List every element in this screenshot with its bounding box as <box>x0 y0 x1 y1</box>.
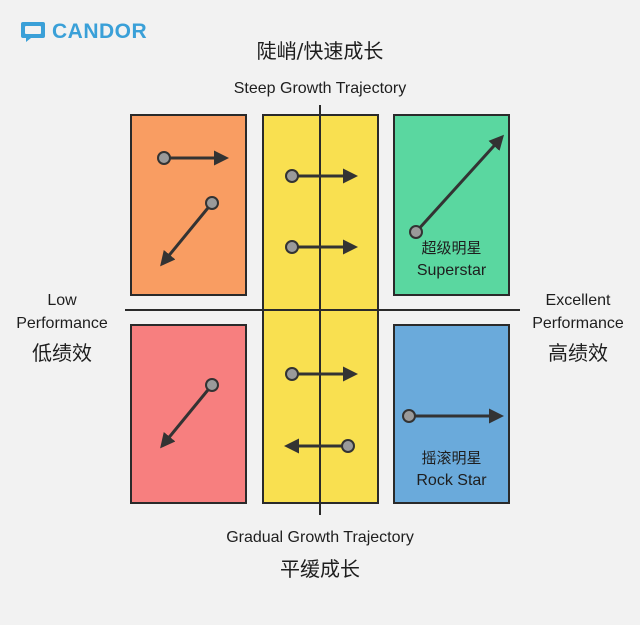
left-label-cn: 低绩效 <box>32 341 92 365</box>
chat-bubble-icon <box>21 22 45 42</box>
top-left-box <box>130 114 247 296</box>
trajectory-arrow <box>160 378 219 449</box>
trajectory-arrow <box>285 168 358 184</box>
logo-text: CANDOR <box>52 20 148 43</box>
right-label-cn: 高绩效 <box>548 341 608 365</box>
rockstar-label-cn: 摇滚明星 <box>421 449 482 467</box>
superstar-label-en: Superstar <box>416 262 487 279</box>
superstar-label-cn: 超级明星 <box>421 239 482 257</box>
trajectory-arrow <box>284 438 355 454</box>
left-label-en-1: Low <box>47 292 77 309</box>
trajectory-arrow <box>160 196 219 267</box>
trajectory-arrow <box>285 366 358 382</box>
trajectory-arrow <box>402 408 504 424</box>
trajectory-arrow <box>285 239 358 255</box>
trajectory-arrow <box>157 150 229 166</box>
right-label-en-2: Performance <box>532 315 624 332</box>
top-label-en: Steep Growth Trajectory <box>233 80 407 97</box>
bottom-label-cn: 平缓成长 <box>280 557 360 581</box>
candor-logo: CANDOR <box>20 20 147 44</box>
trajectory-arrow <box>409 134 505 239</box>
right-label-en-1: Excellent <box>545 292 611 309</box>
left-label-en-2: Performance <box>16 315 108 332</box>
rockstar-label-en: Rock Star <box>416 472 487 489</box>
top-label-cn: 陡峭/快速成长 <box>256 39 384 63</box>
bottom-label-en: Gradual Growth Trajectory <box>226 529 414 546</box>
